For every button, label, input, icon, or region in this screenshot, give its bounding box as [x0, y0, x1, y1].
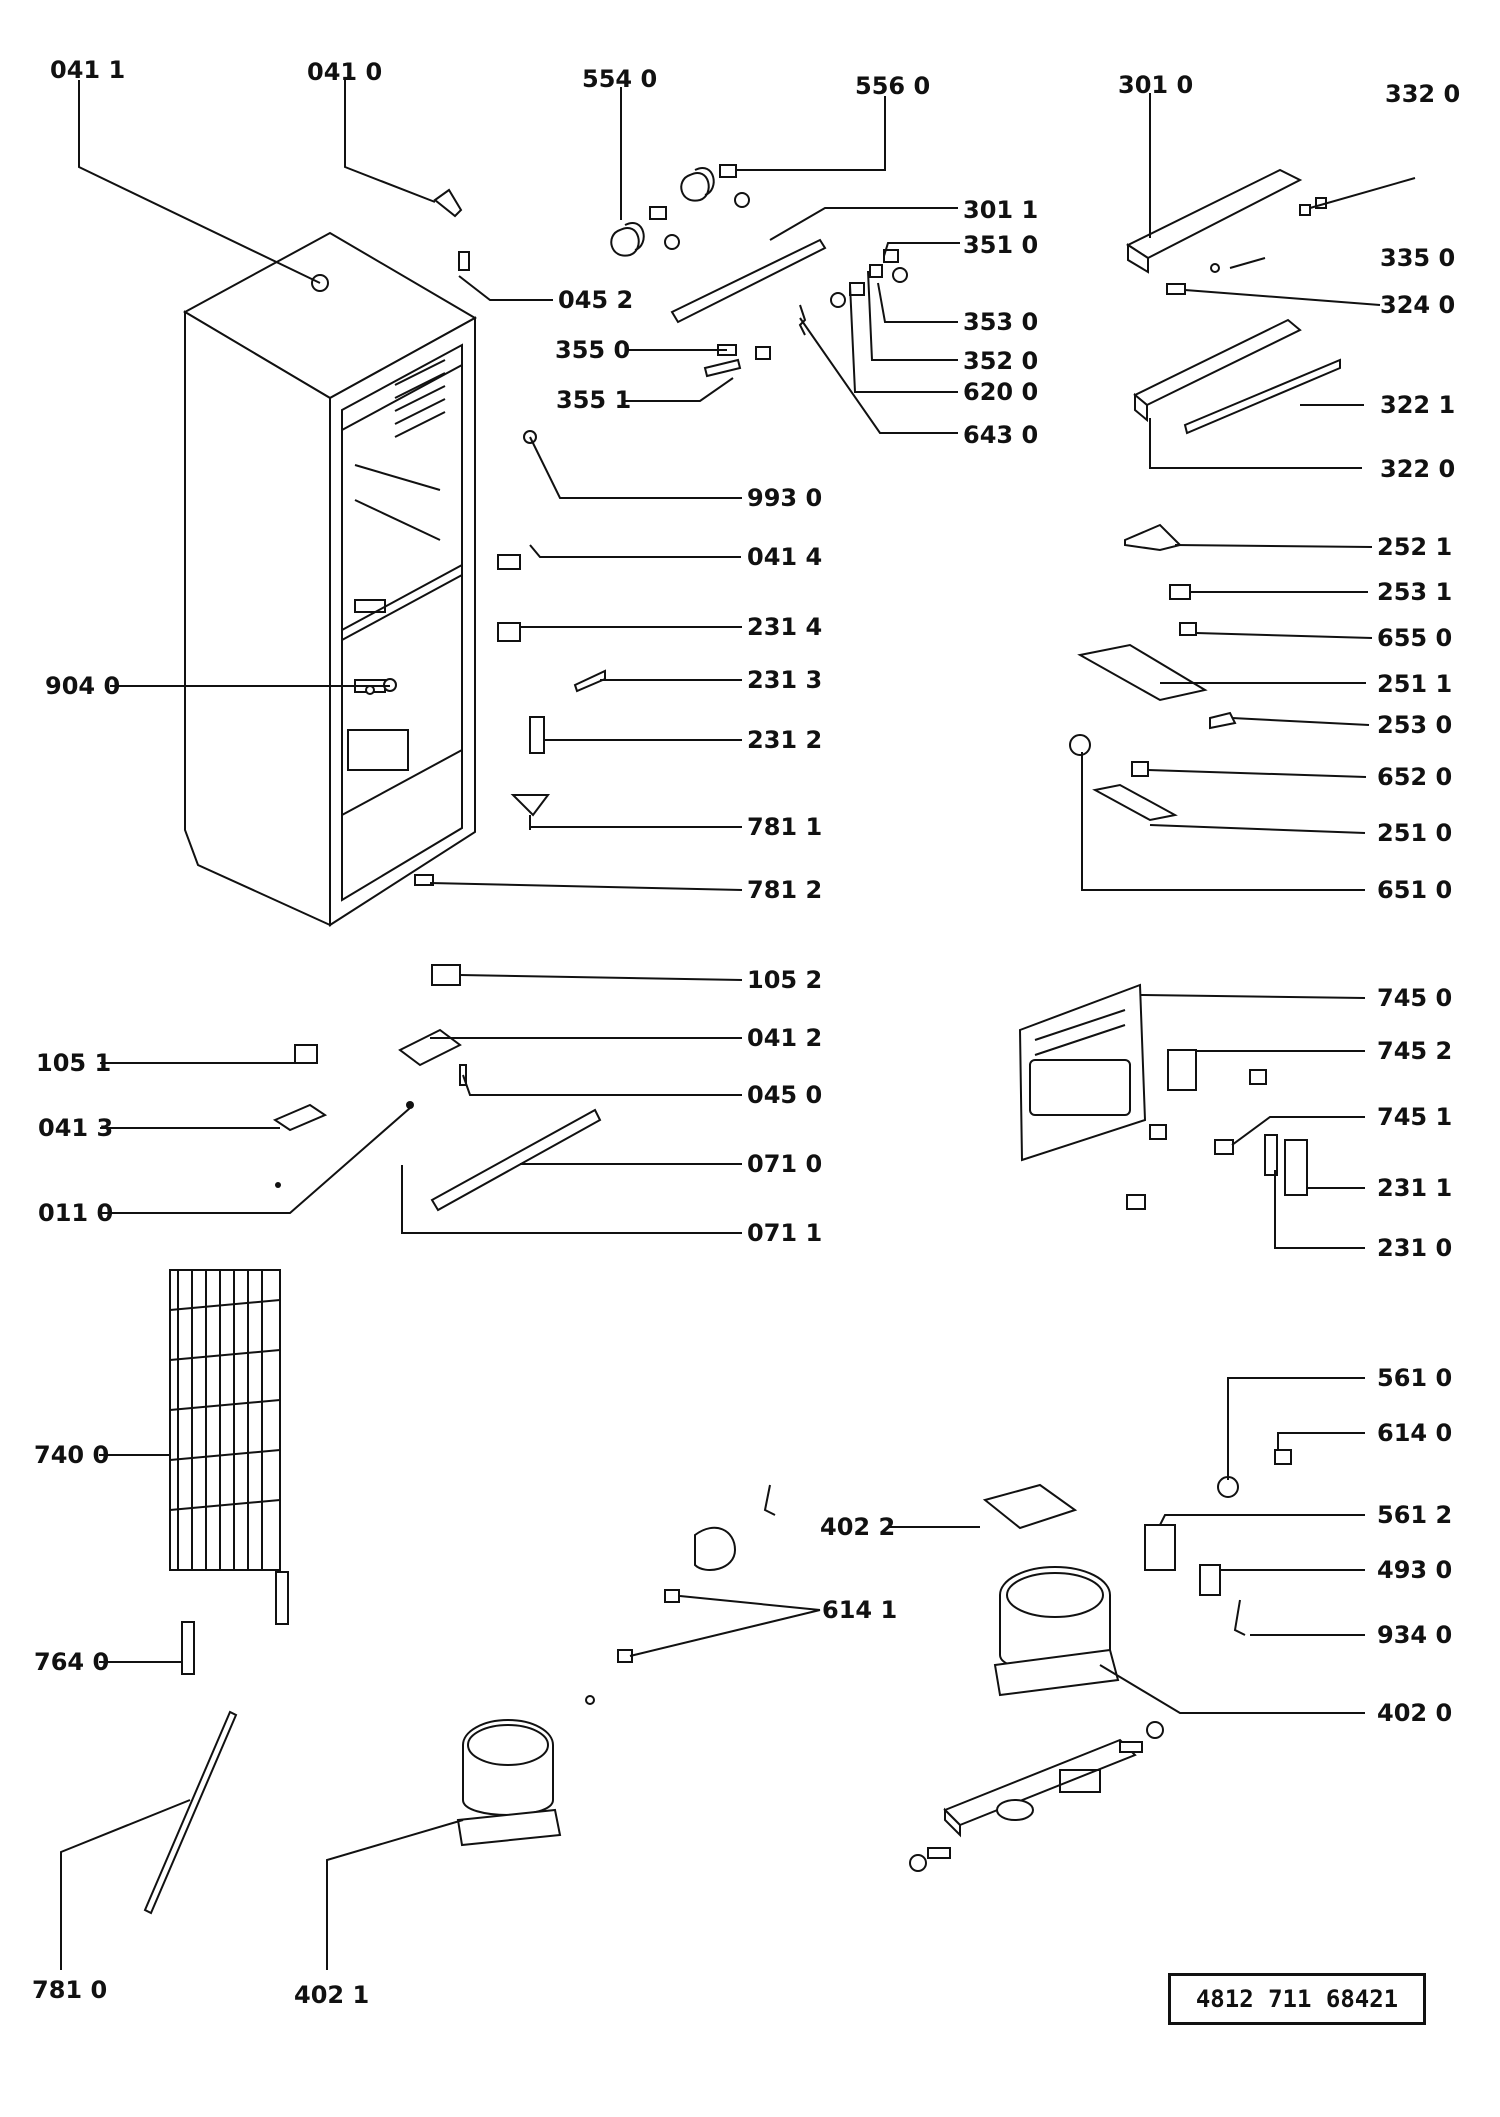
part-label: 355 0	[555, 336, 630, 364]
part-label: 301 1	[963, 196, 1038, 224]
part-label: 041 1	[50, 56, 125, 84]
part-label: 253 1	[1377, 578, 1452, 606]
compressor-right	[993, 1566, 1120, 1697]
leader-lines	[60, 80, 1416, 1970]
part-label: 402 2	[820, 1513, 895, 1541]
drawing-reference-number: 4812 711 68421	[1168, 1973, 1426, 2025]
part-label: 614 1	[822, 1596, 897, 1624]
part-label: 904 0	[45, 672, 120, 700]
part-label: 745 1	[1377, 1103, 1452, 1131]
part-label: 045 0	[747, 1081, 822, 1109]
part-label: 355 1	[556, 386, 631, 414]
part-label: 041 3	[38, 1114, 113, 1142]
hinge-parts	[272, 964, 602, 1212]
condenser-coil	[143, 1269, 289, 1915]
part-label: 301 0	[1118, 71, 1193, 99]
part-label: 322 1	[1380, 391, 1455, 419]
part-label: 556 0	[855, 72, 930, 100]
part-label: 740 0	[34, 1441, 109, 1469]
part-label: 745 0	[1377, 984, 1452, 1012]
part-label: 934 0	[1377, 1621, 1452, 1649]
part-label: 781 1	[747, 813, 822, 841]
control-panel-parts	[311, 164, 908, 886]
part-label: 253 0	[1377, 711, 1452, 739]
part-label: 105 1	[36, 1049, 111, 1077]
part-label: 402 1	[294, 1981, 369, 2009]
part-label: 620 0	[963, 378, 1038, 406]
part-label: 352 0	[963, 347, 1038, 375]
part-label: 655 0	[1377, 624, 1452, 652]
refrigerator-cabinet	[182, 231, 478, 927]
electrical-parts	[585, 1449, 1292, 1705]
compressor-base-plate	[909, 1721, 1164, 1872]
part-label: 614 0	[1377, 1419, 1452, 1447]
part-label: 231 3	[747, 666, 822, 694]
part-label: 335 0	[1380, 244, 1455, 272]
part-label: 231 1	[1377, 1174, 1452, 1202]
part-label: 231 0	[1377, 1234, 1452, 1262]
part-label: 561 2	[1377, 1501, 1452, 1529]
part-label: 231 2	[747, 726, 822, 754]
part-label: 652 0	[1377, 763, 1452, 791]
part-label: 561 0	[1377, 1364, 1452, 1392]
part-label: 764 0	[34, 1648, 109, 1676]
part-label: 781 0	[32, 1976, 107, 2004]
part-label: 643 0	[963, 421, 1038, 449]
part-label: 251 0	[1377, 819, 1452, 847]
part-label: 554 0	[582, 65, 657, 93]
compressor-left	[456, 1719, 562, 1847]
part-label: 231 4	[747, 613, 822, 641]
part-label: 041 2	[747, 1024, 822, 1052]
part-label: 324 0	[1380, 291, 1455, 319]
part-label: 041 0	[307, 58, 382, 86]
part-label: 251 1	[1377, 670, 1452, 698]
part-label: 252 1	[1377, 533, 1452, 561]
part-label: 353 0	[963, 308, 1038, 336]
part-label: 651 0	[1377, 876, 1452, 904]
part-label: 993 0	[747, 484, 822, 512]
part-label: 045 2	[558, 286, 633, 314]
part-label: 332 0	[1385, 80, 1460, 108]
part-label: 071 0	[747, 1150, 822, 1178]
part-labels: 041 1 041 0 554 0 556 0 301 0 332 0 301 …	[32, 56, 1460, 2009]
part-label: 781 2	[747, 876, 822, 904]
part-label: 322 0	[1380, 455, 1455, 483]
part-label: 493 0	[1377, 1556, 1452, 1584]
part-label: 011 0	[38, 1199, 113, 1227]
part-label: 071 1	[747, 1219, 822, 1247]
part-label: 105 2	[747, 966, 822, 994]
evaporator-panel-parts	[1018, 983, 1308, 1210]
part-label: 041 4	[747, 543, 822, 571]
part-label: 402 0	[1377, 1699, 1452, 1727]
part-label: 745 2	[1377, 1037, 1452, 1065]
part-label: 351 0	[963, 231, 1038, 259]
top-cover-parts	[1069, 168, 1341, 822]
